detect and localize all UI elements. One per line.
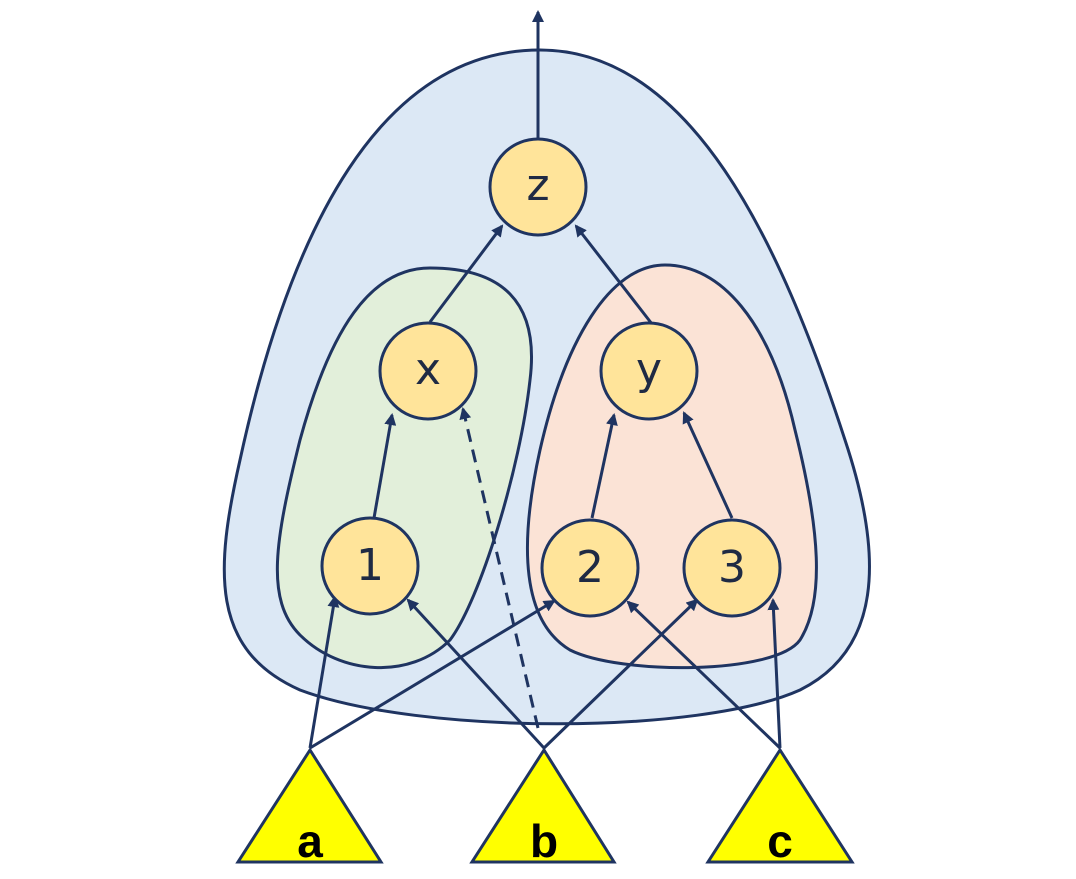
node-y: y — [599, 321, 699, 421]
edge-a-2 — [309, 599, 556, 750]
edge-1-x — [372, 413, 397, 519]
node-3: 3 — [682, 518, 782, 618]
edge-3-y — [682, 411, 734, 519]
edge-b-1 — [406, 598, 546, 750]
node-y-label: y — [636, 344, 662, 395]
node-z-label: z — [526, 160, 549, 211]
edge-b-3 — [542, 598, 699, 750]
node-x: x — [378, 321, 478, 421]
node-2: 2 — [540, 518, 640, 618]
input-a-label: a — [297, 815, 323, 867]
node-1-label: 1 — [356, 540, 384, 591]
node-3-label: 3 — [718, 542, 746, 593]
node-x-label: x — [415, 344, 441, 395]
input-c-label: c — [767, 815, 793, 867]
node-1: 1 — [320, 516, 420, 616]
edges — [308, 10, 782, 750]
edge-x-z — [428, 224, 504, 323]
input-a: a — [235, 747, 384, 867]
edge-c-3 — [767, 598, 782, 749]
input-c: c — [705, 747, 855, 867]
input-b: b — [469, 747, 617, 867]
edge-b-x-dashed — [459, 407, 540, 729]
edge-a-1 — [308, 595, 340, 749]
node-2-label: 2 — [576, 542, 604, 593]
edge-2-y — [590, 413, 618, 519]
edge-y-z — [574, 224, 654, 325]
input-b-label: b — [530, 815, 558, 867]
edge-c-2 — [626, 600, 782, 750]
node-z: z — [488, 137, 588, 237]
